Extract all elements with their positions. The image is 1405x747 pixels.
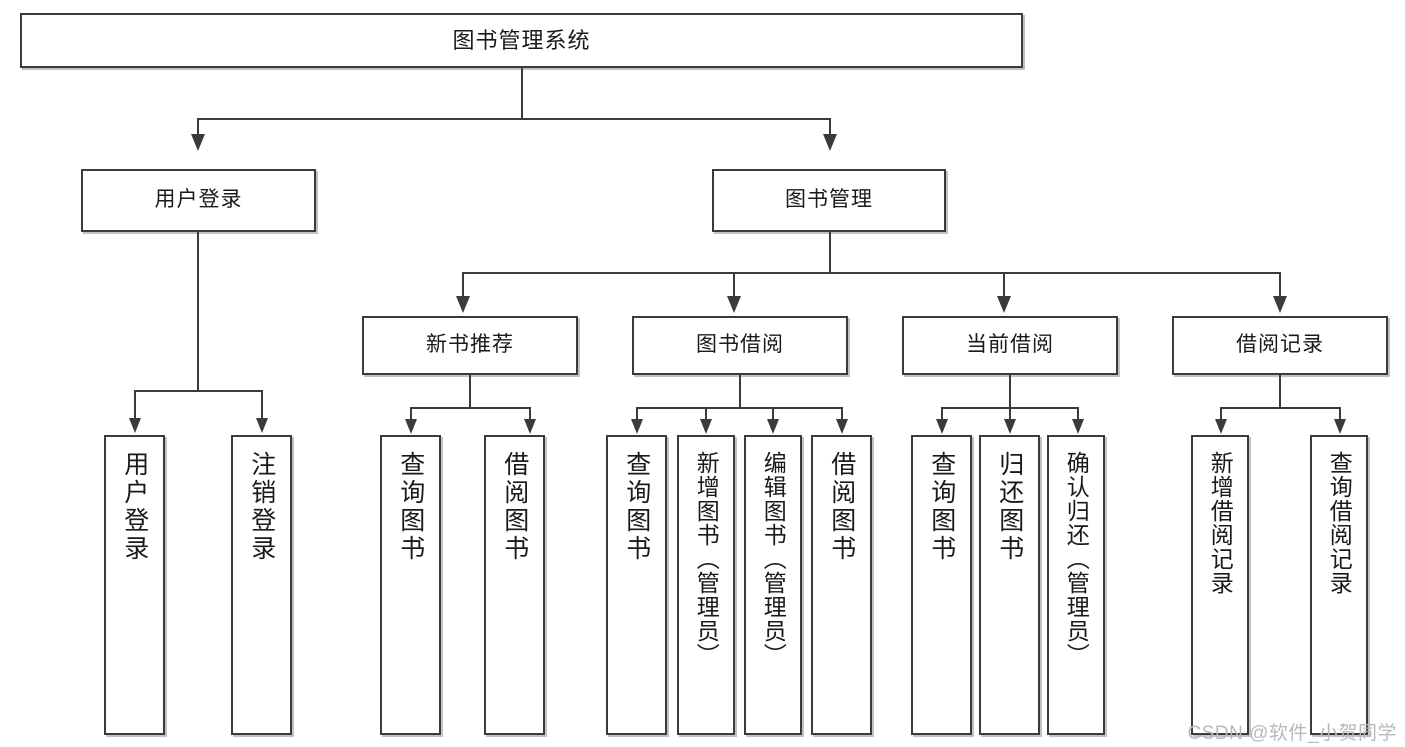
leaf-book-borrow-edit-book-admin[interactable]: 编辑图书（管理员） — [744, 435, 802, 735]
leaf-user-login-login[interactable]: 用户登录 — [104, 435, 165, 735]
connector-bm-to-new-book — [462, 272, 464, 296]
connector-book-management-stem — [829, 232, 831, 272]
node-label: 借阅记录 — [1236, 333, 1324, 357]
leaf-book-borrow-add-book-admin[interactable]: 新增图书（管理员） — [677, 435, 735, 735]
connector-book-borrow-stem — [739, 375, 741, 407]
leaf-label: 借阅图书 — [500, 451, 529, 563]
connector-new-book-stem — [469, 375, 471, 407]
leaf-new-book-query-book[interactable]: 查询图书 — [380, 435, 441, 735]
node-borrow-record[interactable]: 借阅记录 — [1172, 316, 1388, 375]
leaf-label: 借阅图书 — [827, 451, 856, 563]
leaf-label: 注销登录 — [247, 451, 276, 563]
connector-cb-to-leaf-2 — [1009, 407, 1011, 419]
arrowhead-cb-leaf-3 — [1072, 419, 1084, 434]
connector-nb-to-leaf-2 — [529, 407, 531, 419]
connector-user-login-bus — [134, 390, 262, 392]
node-label: 当前借阅 — [966, 333, 1054, 357]
leaf-borrow-record-query-record[interactable]: 查询借阅记录 — [1310, 435, 1368, 735]
connector-book-management-bus — [462, 272, 1280, 274]
node-root-library-management-system[interactable]: 图书管理系统 — [20, 13, 1023, 68]
leaf-label: 用户登录 — [120, 451, 149, 563]
leaf-current-borrow-query-book[interactable]: 查询图书 — [911, 435, 972, 735]
arrowhead-nb-leaf-1 — [405, 419, 417, 434]
leaf-label: 归还图书 — [995, 451, 1024, 563]
connector-bb-to-leaf-1 — [636, 407, 638, 419]
node-book-borrow[interactable]: 图书借阅 — [632, 316, 848, 375]
connector-bb-to-leaf-4 — [841, 407, 843, 419]
connector-nb-to-leaf-1 — [410, 407, 412, 419]
connector-borrow-record-bus — [1220, 407, 1340, 409]
connector-user-login-stem — [197, 232, 199, 390]
connector-br-to-leaf-1 — [1220, 407, 1222, 419]
leaf-current-borrow-return-book[interactable]: 归还图书 — [979, 435, 1040, 735]
leaf-new-book-borrow-book[interactable]: 借阅图书 — [484, 435, 545, 735]
leaf-current-borrow-confirm-return-admin[interactable]: 确认归还（管理员） — [1047, 435, 1105, 735]
connector-cb-to-leaf-1 — [941, 407, 943, 419]
connector-bb-to-leaf-3 — [772, 407, 774, 419]
leaf-user-login-logout[interactable]: 注销登录 — [231, 435, 292, 735]
leaf-label: 查询图书 — [396, 451, 425, 563]
arrowhead-bm-to-book-borrow — [727, 296, 741, 313]
arrowhead-bb-leaf-1 — [631, 419, 643, 434]
arrowhead-bb-leaf-4 — [836, 419, 848, 434]
leaf-book-borrow-borrow-book[interactable]: 借阅图书 — [811, 435, 872, 735]
connector-user-login-to-leaf-1 — [134, 390, 136, 418]
connector-root-bus — [197, 118, 829, 120]
arrowhead-br-leaf-2 — [1334, 419, 1346, 434]
leaf-label: 编辑图书（管理员） — [760, 451, 787, 667]
node-label: 图书管理系统 — [452, 27, 591, 53]
arrowhead-root-to-book-management — [823, 134, 837, 151]
connector-current-borrow-stem — [1009, 375, 1011, 407]
arrowhead-user-login-leaf-2 — [256, 418, 268, 433]
node-label: 图书借阅 — [696, 333, 784, 357]
arrowhead-user-login-leaf-1 — [129, 418, 141, 433]
arrowhead-bb-leaf-2 — [700, 419, 712, 434]
arrowhead-bm-to-current-borrow — [997, 296, 1011, 313]
arrowhead-bm-to-new-book — [456, 296, 470, 313]
node-current-borrow[interactable]: 当前借阅 — [902, 316, 1118, 375]
node-label: 图书管理 — [785, 188, 873, 212]
node-label: 用户登录 — [154, 188, 243, 212]
node-label: 新书推荐 — [426, 333, 514, 357]
connector-bm-to-borrow-record — [1279, 272, 1281, 296]
node-new-book-recommend[interactable]: 新书推荐 — [362, 316, 578, 375]
arrowhead-cb-leaf-1 — [936, 419, 948, 434]
connector-user-login-to-leaf-2 — [261, 390, 263, 418]
leaf-label: 查询图书 — [927, 451, 956, 563]
arrowhead-nb-leaf-2 — [524, 419, 536, 434]
node-user-login[interactable]: 用户登录 — [81, 169, 316, 232]
connector-new-book-bus — [410, 407, 530, 409]
connector-br-to-leaf-2 — [1339, 407, 1341, 419]
csdn-watermark: CSDN @软件_小贺同学 — [1187, 723, 1397, 744]
leaf-label: 查询借阅记录 — [1326, 451, 1353, 595]
leaf-label: 新增图书（管理员） — [693, 451, 720, 667]
connector-borrow-record-stem — [1279, 375, 1281, 407]
leaf-label: 确认归还（管理员） — [1063, 451, 1090, 667]
connector-bm-to-current-borrow — [1003, 272, 1005, 296]
connector-bm-to-book-borrow — [733, 272, 735, 296]
connector-root-to-book-management — [829, 118, 831, 134]
arrowhead-bb-leaf-3 — [767, 419, 779, 434]
leaf-label: 查询图书 — [622, 451, 651, 563]
leaf-borrow-record-add-record[interactable]: 新增借阅记录 — [1191, 435, 1249, 735]
connector-root-stem — [521, 68, 523, 118]
leaf-book-borrow-query-book[interactable]: 查询图书 — [606, 435, 667, 735]
node-book-management[interactable]: 图书管理 — [712, 169, 946, 232]
arrowhead-bm-to-borrow-record — [1273, 296, 1287, 313]
arrowhead-cb-leaf-2 — [1004, 419, 1016, 434]
connector-bb-to-leaf-2 — [705, 407, 707, 419]
arrowhead-root-to-user-login — [191, 134, 205, 151]
connector-book-borrow-bus — [636, 407, 842, 409]
arrowhead-br-leaf-1 — [1215, 419, 1227, 434]
connector-cb-to-leaf-3 — [1077, 407, 1079, 419]
connector-root-to-user-login — [197, 118, 199, 134]
leaf-label: 新增借阅记录 — [1207, 451, 1234, 595]
